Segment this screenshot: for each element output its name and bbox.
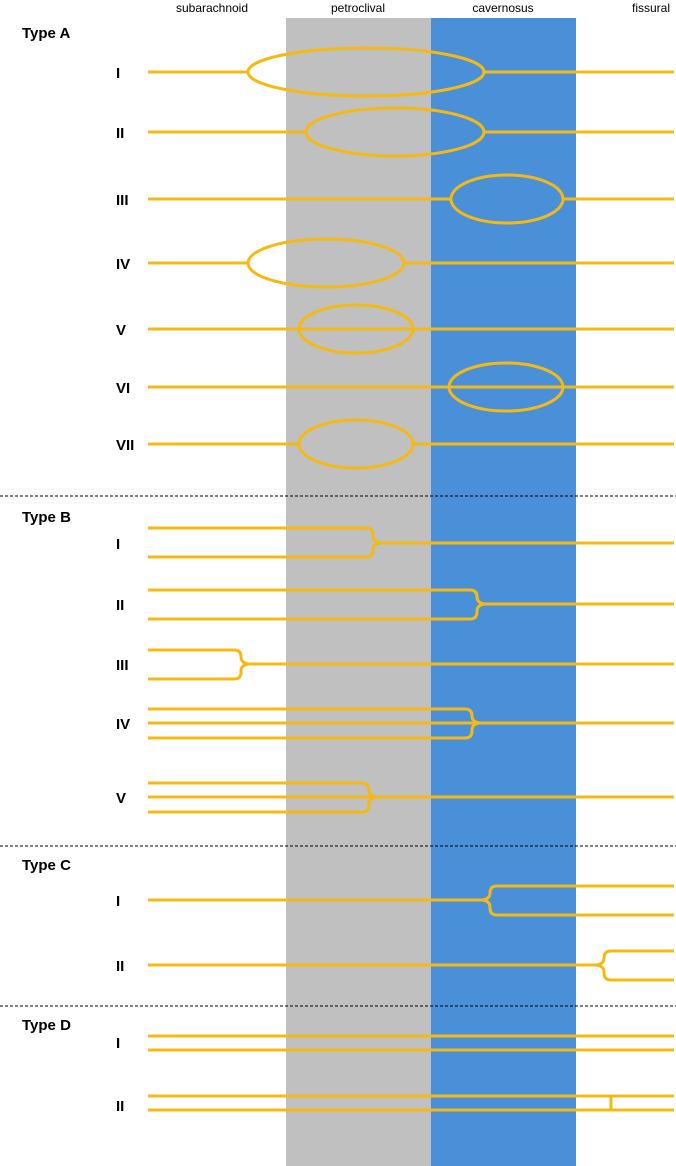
variant-label: V — [116, 790, 126, 807]
variant-c2-nerve — [148, 949, 674, 982]
variant-b1-nerve — [148, 526, 674, 559]
variant-b5-nerve — [148, 781, 674, 814]
group-title-type-a: Type A — [22, 25, 71, 42]
variant-a3-nerve — [148, 173, 674, 225]
group-title-type-b: Type B — [22, 509, 71, 526]
variant-label: VI — [116, 380, 130, 397]
zone-label-cavernosus: cavernosus — [472, 1, 533, 15]
variant-label: IV — [116, 716, 130, 733]
variant-label: I — [116, 536, 120, 553]
variant-a7-nerve — [148, 418, 674, 470]
variant-label: I — [116, 893, 120, 910]
variant-label: VII — [116, 437, 134, 454]
variant-a6-nerve — [148, 361, 674, 413]
variant-b4-nerve — [148, 707, 674, 740]
group-title-type-d: Type D — [22, 1017, 71, 1034]
variant-label: I — [116, 1035, 120, 1052]
variant-label: II — [116, 125, 124, 142]
variant-label: II — [116, 597, 124, 614]
variant-d2-nerve — [148, 1094, 674, 1112]
variant-a2-nerve — [148, 106, 674, 158]
variant-label: III — [116, 192, 129, 209]
zone-label-petroclival: petroclival — [331, 1, 385, 15]
variant-b3-nerve — [148, 648, 674, 681]
variant-label: V — [116, 322, 126, 339]
zone-label-subarachnoid: subarachnoid — [176, 1, 248, 15]
group-title-type-c: Type C — [22, 857, 71, 874]
zone-label-fissural: fissural — [632, 1, 670, 15]
variant-a5-nerve — [148, 303, 674, 355]
variant-label: IV — [116, 256, 130, 273]
variant-c1-nerve — [148, 884, 674, 917]
variant-d1-nerve — [148, 1034, 674, 1052]
variant-b2-nerve — [148, 588, 674, 621]
variant-label: III — [116, 657, 129, 674]
variant-label: II — [116, 1098, 124, 1115]
variant-a4-nerve — [148, 237, 674, 289]
variant-label: I — [116, 65, 120, 82]
zone-band-petroclival — [286, 18, 431, 1166]
variant-label: II — [116, 958, 124, 975]
variant-a1-nerve — [148, 46, 674, 98]
